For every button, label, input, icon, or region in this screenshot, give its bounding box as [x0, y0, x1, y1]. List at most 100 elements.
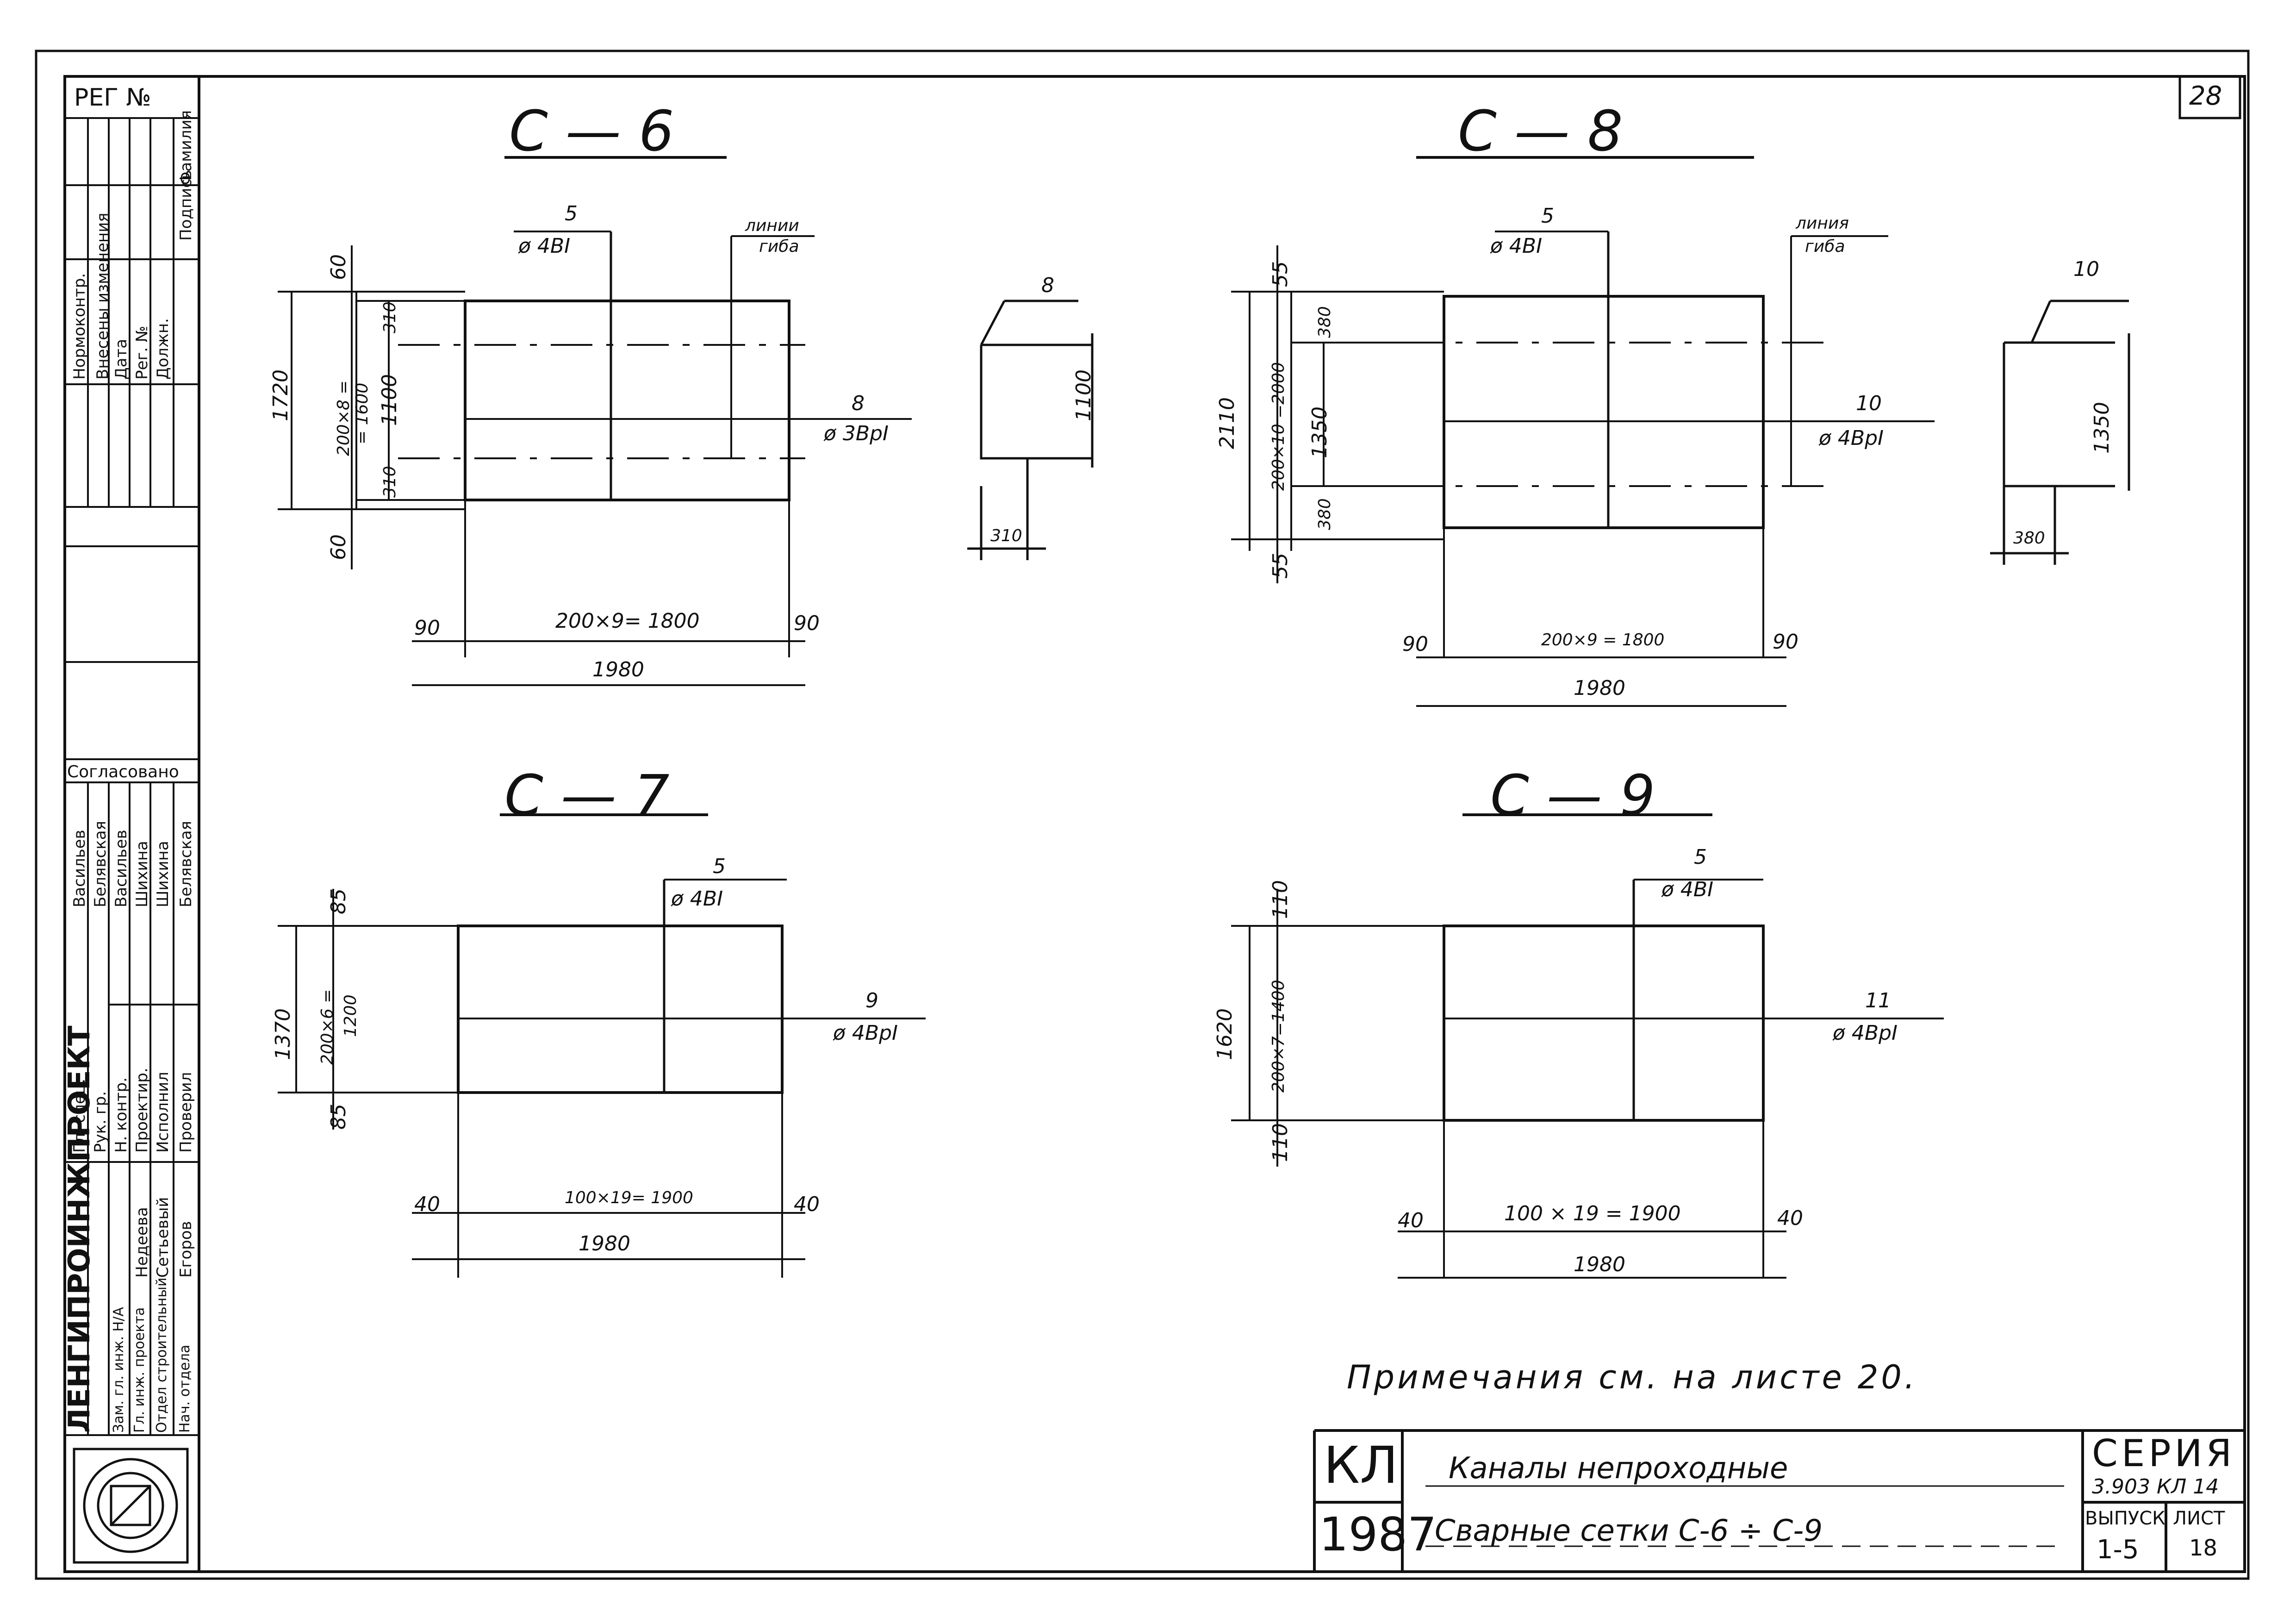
series-label: СЕРИЯ: [2092, 1432, 2236, 1475]
c8-dim-pitch: 200×10 =2000: [1269, 362, 1288, 491]
changes-col-normcontrol: Нормоконтр.: [70, 273, 89, 380]
c6-dim-inner: 1100: [378, 374, 401, 426]
drawing-frame: [65, 76, 2245, 1572]
c7-dim-bot-edge: 85: [327, 1104, 350, 1130]
c7-side-spec: ø 4ВрI: [833, 1021, 898, 1045]
changes-col-reg: Рег. №: [133, 325, 151, 380]
title-block-title1: Каналы непроходные: [1449, 1451, 1788, 1486]
agreed-name-4: Шихина: [133, 841, 151, 907]
c6-dim-top-off: 310: [380, 301, 399, 333]
c7-dim-pitch: 200×6 =: [318, 989, 337, 1065]
c9-dim-bottom-pitch: 100 × 19 = 1900: [1504, 1202, 1681, 1225]
c6-title: С — 6: [509, 100, 674, 164]
c6-dim-pitch: 200×8 =: [334, 380, 353, 456]
mesh-c6-lines: [278, 157, 912, 685]
mesh-c8-lines: [1231, 157, 1935, 706]
mesh-c9-lines: [1231, 815, 1944, 1278]
c8-section-callout: 10: [2073, 257, 2099, 281]
c6-dim-bottom-left: 90: [414, 616, 440, 640]
changes-header: Внесены изменения: [93, 212, 112, 380]
c7-dim-bottom-left: 40: [414, 1193, 440, 1216]
dept-4: Нач. отдела: [177, 1344, 193, 1433]
c9-side-count: 11: [1865, 989, 1891, 1012]
title-underlines: [1425, 1486, 2064, 1546]
c6-dim-bottom-pitch: 200×9= 1800: [555, 609, 700, 633]
c7-top-spec: ø 4ВI: [671, 887, 723, 911]
changes-col-position: Должн.: [154, 318, 172, 380]
c8-section-width: 380: [2013, 529, 2045, 548]
surname-2: Сетьевый: [154, 1197, 172, 1278]
surname-1: Недеева: [133, 1207, 151, 1278]
c7-dim-bottom-overall: 1980: [579, 1232, 630, 1255]
c6-dim-pitch2: = 1600: [353, 382, 372, 444]
c7-dim-bottom-right: 40: [794, 1193, 820, 1216]
c7-side-count: 9: [865, 989, 878, 1012]
c8-dim-bottom-overall: 1980: [1574, 676, 1625, 700]
c8-top-spec: ø 4ВI: [1490, 234, 1543, 258]
agreed-name-5: Шихина: [154, 841, 172, 907]
changes-col-date: Дата: [112, 338, 131, 380]
surname-3: Егоров: [177, 1221, 195, 1278]
role-6: Проверил: [177, 1072, 195, 1153]
c6-section-callout: 8: [1041, 274, 1054, 297]
c6-dim-bottom-right: 90: [794, 612, 820, 635]
c7-dim-pitch2: 1200: [341, 994, 360, 1037]
c9-top-count: 5: [1694, 845, 1707, 869]
title-block-title2: Сварные сетки С-6 ÷ С-9: [1435, 1514, 1823, 1548]
c9-dim-bottom-overall: 1980: [1574, 1253, 1625, 1276]
title-block-year: 1987: [1319, 1507, 1437, 1562]
c6-dim-bottom-overall: 1980: [592, 658, 644, 681]
c9-dim-pitch: 200×7=1400: [1269, 980, 1288, 1093]
c6-side-spec: ø 3ВрI: [824, 422, 889, 445]
reg-label: РЕГ №: [74, 84, 151, 112]
c8-bend-label-1: линия: [1796, 214, 1849, 233]
c8-dim-overall: 2110: [1215, 397, 1239, 449]
c9-dim-overall: 1620: [1213, 1008, 1237, 1060]
org-logo: [74, 1449, 187, 1562]
mesh-c8-section: [1990, 301, 2129, 565]
c7-top-count: 5: [713, 855, 726, 878]
c7-dim-overall: 1370: [271, 1008, 295, 1060]
side-panel-grid: [65, 118, 199, 1435]
c8-dim-top-off: 380: [1315, 306, 1334, 338]
mesh-c6-section: [967, 301, 1092, 560]
c7-dim-top-edge: 85: [327, 888, 350, 914]
c8-dim-top-edge: 55: [1269, 261, 1292, 287]
c9-top-spec: ø 4ВI: [1661, 878, 1714, 901]
sheet-number: 28: [2189, 81, 2222, 111]
org-name: ЛЕНГИПРОИНЖПРОЕКТ: [62, 1025, 97, 1433]
c8-dim-bot-edge: 55: [1269, 553, 1292, 579]
issue-label: ВЫПУСК: [2085, 1508, 2165, 1529]
mesh-c7-lines: [278, 815, 926, 1278]
agreed-name-3: Васильев: [112, 830, 131, 907]
c6-dim-bot-off: 310: [380, 466, 399, 498]
c9-dim-bottom-right: 40: [1777, 1206, 1803, 1230]
c8-dim-bottom-right: 90: [1773, 630, 1798, 654]
c9-title: С — 9: [1490, 764, 1655, 828]
sheet-value: 18: [2189, 1535, 2218, 1561]
c6-section-height: 1100: [1072, 369, 1095, 421]
c7-dim-bottom-pitch: 100×19= 1900: [565, 1188, 693, 1207]
dept-2: Гл. инж. проекта: [131, 1307, 148, 1433]
c6-bend-label-1: линии: [745, 216, 799, 235]
c8-dim-bottom-left: 90: [1402, 632, 1428, 656]
c6-dim-top-edge: 60: [327, 254, 350, 280]
c8-dim-inner: 1350: [1308, 406, 1332, 458]
agreed-name-1: Васильев: [70, 830, 89, 907]
c8-side-count: 10: [1856, 392, 1882, 415]
c9-side-spec: ø 4ВрI: [1833, 1021, 1898, 1045]
c7-title: С — 7: [504, 764, 670, 828]
c6-top-spec: ø 4ВI: [518, 234, 571, 258]
c8-title: С — 8: [1458, 100, 1623, 164]
c6-bend-label-2: гиба: [759, 237, 799, 256]
agreed-name-2: Белявская: [91, 821, 110, 907]
series-value: 3.903 КЛ 14: [2092, 1475, 2219, 1499]
dept-3: Отдел строительный: [154, 1277, 170, 1433]
c6-side-count: 8: [852, 392, 865, 415]
c8-top-count: 5: [1541, 204, 1554, 228]
issue-value: 1-5: [2097, 1535, 2139, 1565]
c8-dim-bot-off: 380: [1315, 498, 1334, 530]
dept-1: Зам. гл. инж. Н/А: [111, 1307, 127, 1433]
